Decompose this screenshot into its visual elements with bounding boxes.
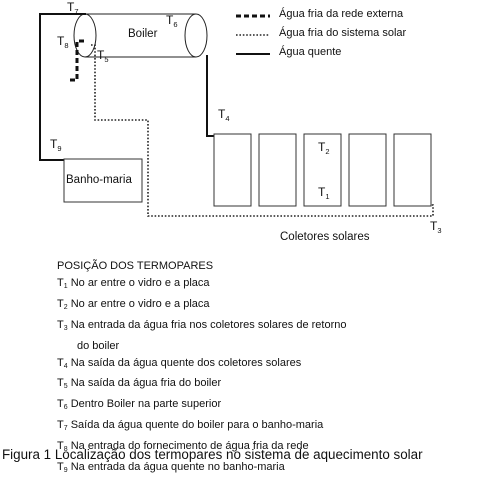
collector-5 — [393, 133, 432, 207]
position-item-t6: T6 Dentro Boiler na parte superior — [57, 398, 222, 412]
legend-label-dotted: Água fria do sistema solar — [279, 27, 407, 39]
position-item-t8: T8 Na entrada do fornecimento de água fr… — [57, 440, 309, 454]
boiler-label: Boiler — [128, 28, 158, 40]
thermocouple-t1-label: T1 — [318, 185, 330, 201]
thermocouple-t6-label: T6 — [166, 13, 178, 29]
position-list-title: POSIÇÃO DOS TERMOPARES — [57, 260, 214, 272]
thermocouple-t3-label: T3 — [430, 219, 442, 235]
legend-label-dashed: Água fria da rede externa — [279, 8, 404, 20]
position-item-t7: T7 Saída da água quente do boiler para o… — [57, 419, 324, 433]
collector-1 — [213, 133, 252, 207]
position-item-t4: T4 Na saída da água quente dos coletores… — [57, 356, 302, 370]
position-item-t2: T2 No ar entre o vidro e a placa — [57, 297, 210, 311]
position-item-t3: T3 Na entrada da água fria nos coletores… — [57, 318, 347, 332]
boiler-tank — [73, 13, 208, 58]
collector-2 — [258, 133, 297, 207]
position-item-t9: T9 Na entrada da água quente no banho-ma… — [57, 461, 285, 475]
thermocouple-t5-label: T5 — [97, 48, 109, 64]
collector-3 — [303, 133, 342, 207]
pipe-boiler-to-banho-maria — [39, 13, 86, 161]
thermocouple-t7-label: T7 — [67, 0, 79, 16]
position-item-t5: T5 Na saída da água fria do boiler — [57, 377, 222, 391]
thermocouple-t2-label: T2 — [318, 140, 330, 156]
banho-maria-box — [63, 158, 143, 203]
figure-caption: Figura 1 Localização dos termopares no s… — [2, 447, 423, 462]
position-item-t1: T1 No ar entre o vidro e a placa — [57, 276, 210, 290]
thermocouple-t4-label: T4 — [218, 107, 230, 123]
thermocouple-t9-label: T9 — [50, 137, 62, 153]
solar-collectors — [213, 133, 432, 207]
external-cold-water-pipe — [70, 39, 87, 82]
collectors-label: Coletores solares — [280, 231, 370, 243]
thermocouple-t8-label: T8 — [57, 34, 69, 50]
pipe-collectors-to-boiler — [206, 55, 214, 137]
legend-samples — [236, 14, 270, 55]
hot-water-pipes — [39, 13, 214, 161]
legend-label-solid: Água quente — [279, 46, 342, 58]
solar-heating-diagram — [39, 13, 434, 217]
banho-maria-label: Banho-maria — [66, 174, 132, 186]
collector-4 — [348, 133, 387, 207]
position-item-t3-continuation: do boiler — [77, 339, 120, 352]
